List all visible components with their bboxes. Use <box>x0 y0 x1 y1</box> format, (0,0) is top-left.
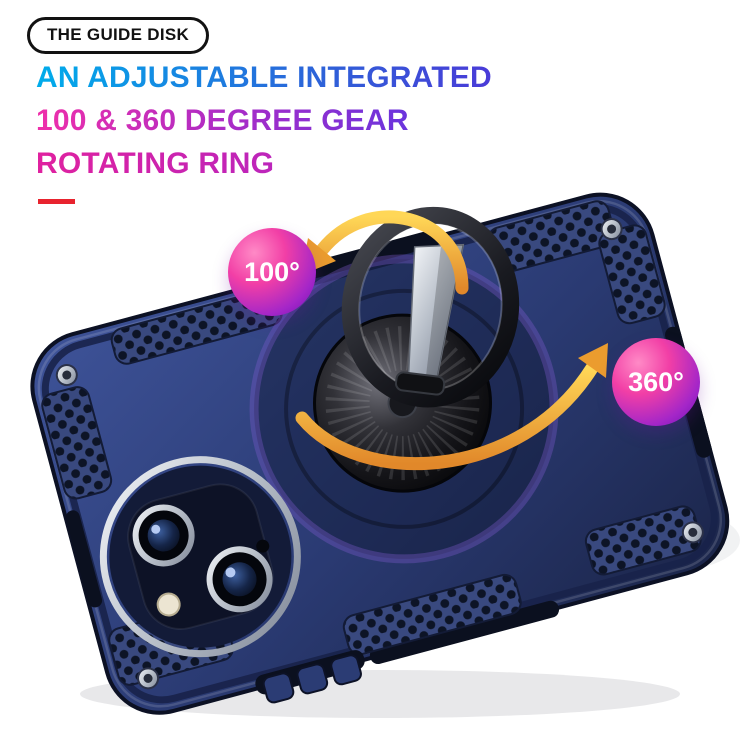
callout-360-degree-badge: 360° <box>612 338 700 426</box>
flash-led <box>156 592 181 617</box>
callout-360-label: 360° <box>628 366 684 397</box>
armor-dot-texture <box>41 200 702 686</box>
headline-line-3: ROTATING RING <box>36 142 274 185</box>
rotation-arrow-clockwise-icon <box>295 343 608 470</box>
phone-case <box>30 192 730 715</box>
callout-100-label: 100° <box>244 256 300 287</box>
headline-line-2: 100 & 360 DEGREE GEAR <box>36 99 409 142</box>
accent-underline <box>38 199 75 204</box>
mic-hole <box>256 539 270 553</box>
corner-screw-icon <box>55 364 78 387</box>
camera-lens-bottom <box>206 546 273 613</box>
guide-disk-badge: THE GUIDE DISK <box>27 17 210 54</box>
guide-disk-label: THE GUIDE DISK <box>47 25 190 44</box>
headline: AN ADJUSTABLE INTEGRATED 100 & 360 DEGRE… <box>36 56 492 185</box>
corner-screws <box>55 218 704 690</box>
corner-screw-icon <box>681 521 704 544</box>
corner-screw-icon <box>600 218 623 241</box>
callout-100-degree-badge: 100° <box>228 228 316 316</box>
corner-screw-icon <box>137 667 160 690</box>
kickstand-ring <box>341 206 520 408</box>
camera-lens-top <box>132 504 195 567</box>
camera-module <box>99 456 301 658</box>
headline-line-1: AN ADJUSTABLE INTEGRATED <box>36 56 492 99</box>
side-buttons <box>255 650 365 704</box>
